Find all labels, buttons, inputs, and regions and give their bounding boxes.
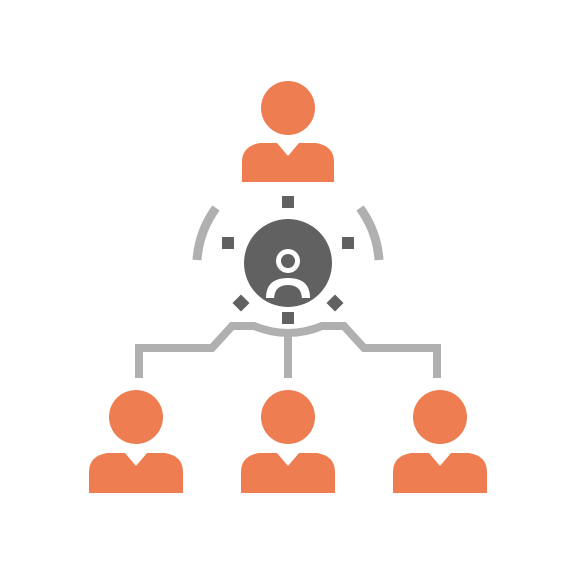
team-member-left-icon (89, 390, 183, 493)
team-member-right-icon (393, 390, 487, 493)
user-gear-icon (192, 196, 384, 324)
manager-person-icon (242, 81, 334, 182)
left-arc (192, 205, 220, 261)
connector-main (135, 322, 441, 378)
team-member-center-icon (241, 390, 335, 493)
connector-lines (135, 322, 441, 378)
right-arc (356, 205, 384, 261)
